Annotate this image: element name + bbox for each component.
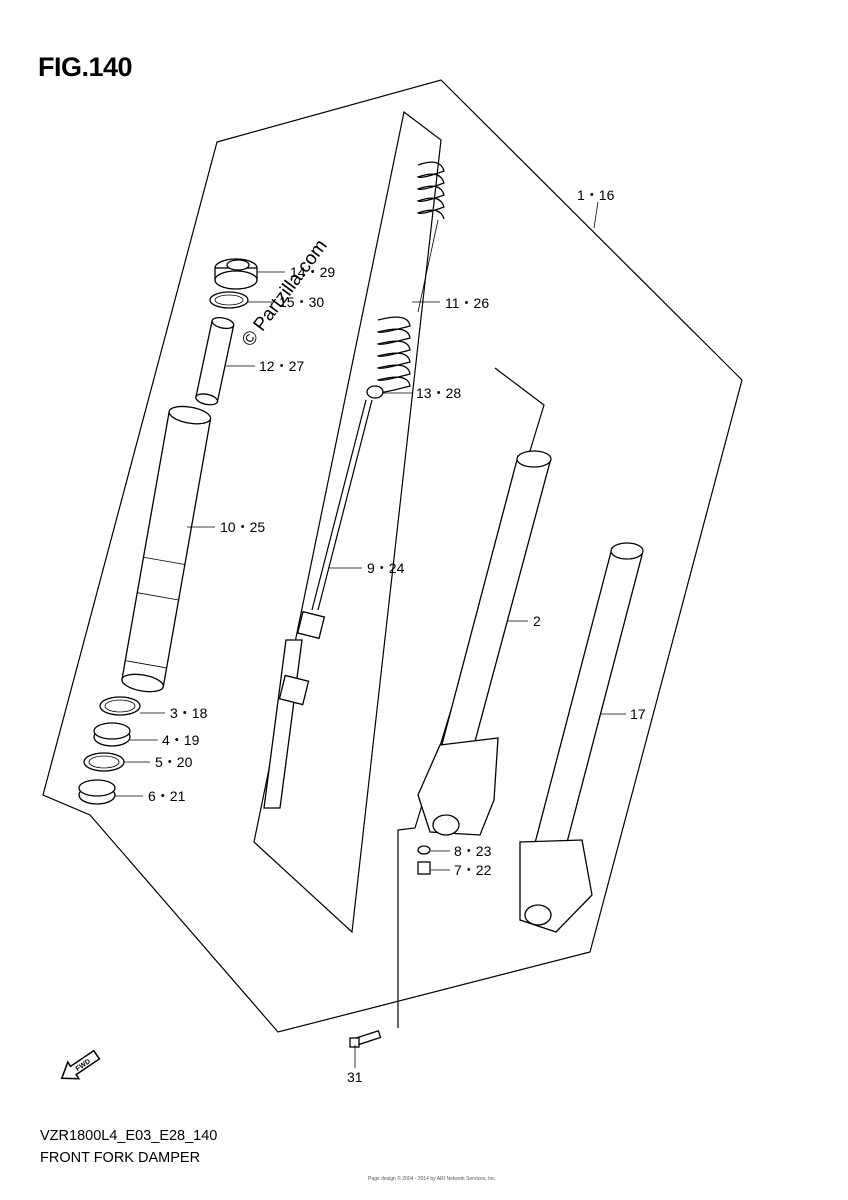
spacer-part [195,316,235,406]
damper-group-outline [253,110,442,934]
callout-3-18: 3・18 [170,705,208,721]
assembly-outline [42,79,743,1033]
seal-stack-parts [78,696,141,805]
fwd-label: FWD [75,1058,92,1073]
cap-bolt-part [214,258,258,290]
callout-31: 31 [347,1069,363,1085]
callout-9-24: 9・24 [367,560,405,576]
lock-nut-part [366,385,384,399]
callout-6-21: 6・21 [148,788,186,804]
callout-10-25: 10・25 [220,519,265,535]
callout-17: 17 [630,706,646,722]
inner-tube-left-part [417,450,552,836]
model-code: VZR1800L4_E03_E28_140 [40,1128,218,1144]
callout-2: 2 [533,613,541,629]
callout-11-26: 11・26 [445,295,489,311]
fork-springs-part [376,161,445,393]
tube-group-outline [397,367,545,1028]
callout-14-29: 14・29 [290,264,335,280]
callout-13-28: 13・28 [416,385,461,401]
leader-lines [115,201,626,1068]
callout-7-22: 7・22 [454,862,492,878]
callout-4-19: 4・19 [162,732,200,748]
figure-title: FIG.140 [38,52,133,82]
callout-12-27: 12・27 [259,358,304,374]
callout-1-16: 1・16 [577,187,615,203]
callout-5-20: 5・20 [155,754,193,770]
bottom-bolt-part [349,1030,382,1048]
outer-tube-part [121,405,212,693]
callout-8-23: 8・23 [454,843,492,859]
gasket-part [417,845,431,855]
callout-15-30: 15・30 [279,294,324,310]
inner-tube-right-part [519,542,644,933]
fwd-arrow-icon: FWD [60,1049,101,1080]
copyright-text: Page design © 2004 - 2014 by ARI Network… [368,1176,497,1182]
damper-rod-part [263,399,373,809]
bolt-part [417,861,431,875]
o-ring-part [209,291,249,309]
figure-name: FRONT FORK DAMPER [40,1150,201,1166]
